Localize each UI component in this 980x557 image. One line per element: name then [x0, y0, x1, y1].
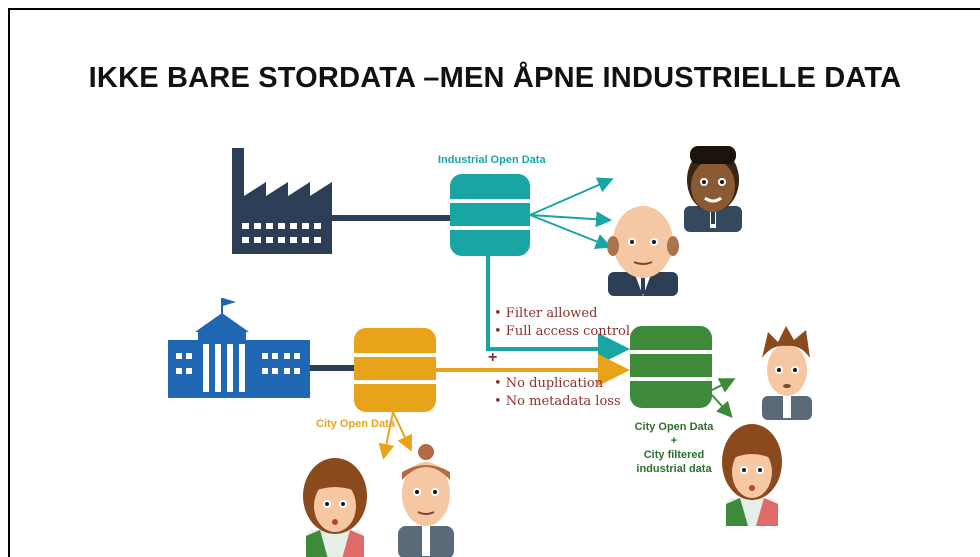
slide-title: IKKE BARE STORDATA –MEN ÅPNE INDUSTRIELL… — [88, 62, 902, 94]
factory-link — [332, 215, 450, 221]
plus-sign: + — [488, 349, 498, 366]
merged-db-label-line: City Open Data — [634, 421, 714, 433]
city-link — [310, 365, 354, 371]
merged-db-label-line: industrial data — [636, 463, 712, 475]
slide: IKKE BARE STORDATA –MEN ÅPNE INDUSTRIELL… — [8, 8, 980, 557]
person-avatar-icon — [398, 444, 454, 557]
merged-db-label-line: + — [670, 435, 678, 447]
city-database-icon — [354, 328, 436, 412]
yellow-arrow-right — [392, 411, 413, 452]
green-arrow-down — [711, 394, 733, 418]
teal-arrow-up — [529, 177, 614, 216]
person-avatar-icon — [722, 424, 782, 526]
industrial-to-merged-arrow — [486, 256, 630, 365]
city-hall-icon — [168, 298, 310, 398]
factory-icon — [232, 148, 332, 254]
feature-no-metadata-loss: • No metadata loss — [494, 394, 621, 409]
merged-db-label-line: City filtered — [643, 449, 705, 461]
person-avatar-icon — [303, 458, 367, 557]
merged-database-icon — [630, 326, 712, 408]
feature-full-access-control: • Full access control — [494, 324, 631, 339]
person-avatar-icon — [607, 206, 679, 296]
teal-arrow-mid — [529, 211, 612, 228]
green-arrow-up — [711, 378, 736, 393]
industrial-database-icon — [450, 174, 530, 256]
industrial-db-label: Industrial Open Data — [438, 154, 546, 166]
merged-db-label: City Open Data + City filtered industria… — [630, 420, 718, 476]
feature-filter-allowed: • Filter allowed — [494, 306, 598, 321]
city-db-label: City Open Data — [316, 418, 395, 430]
person-avatar-icon — [762, 326, 812, 420]
person-avatar-icon — [684, 146, 742, 232]
teal-arrow-down — [529, 214, 612, 250]
yellow-arrow-left — [378, 411, 395, 460]
feature-no-duplication: • No duplication — [494, 376, 604, 391]
data-flow-diagram — [168, 146, 812, 557]
